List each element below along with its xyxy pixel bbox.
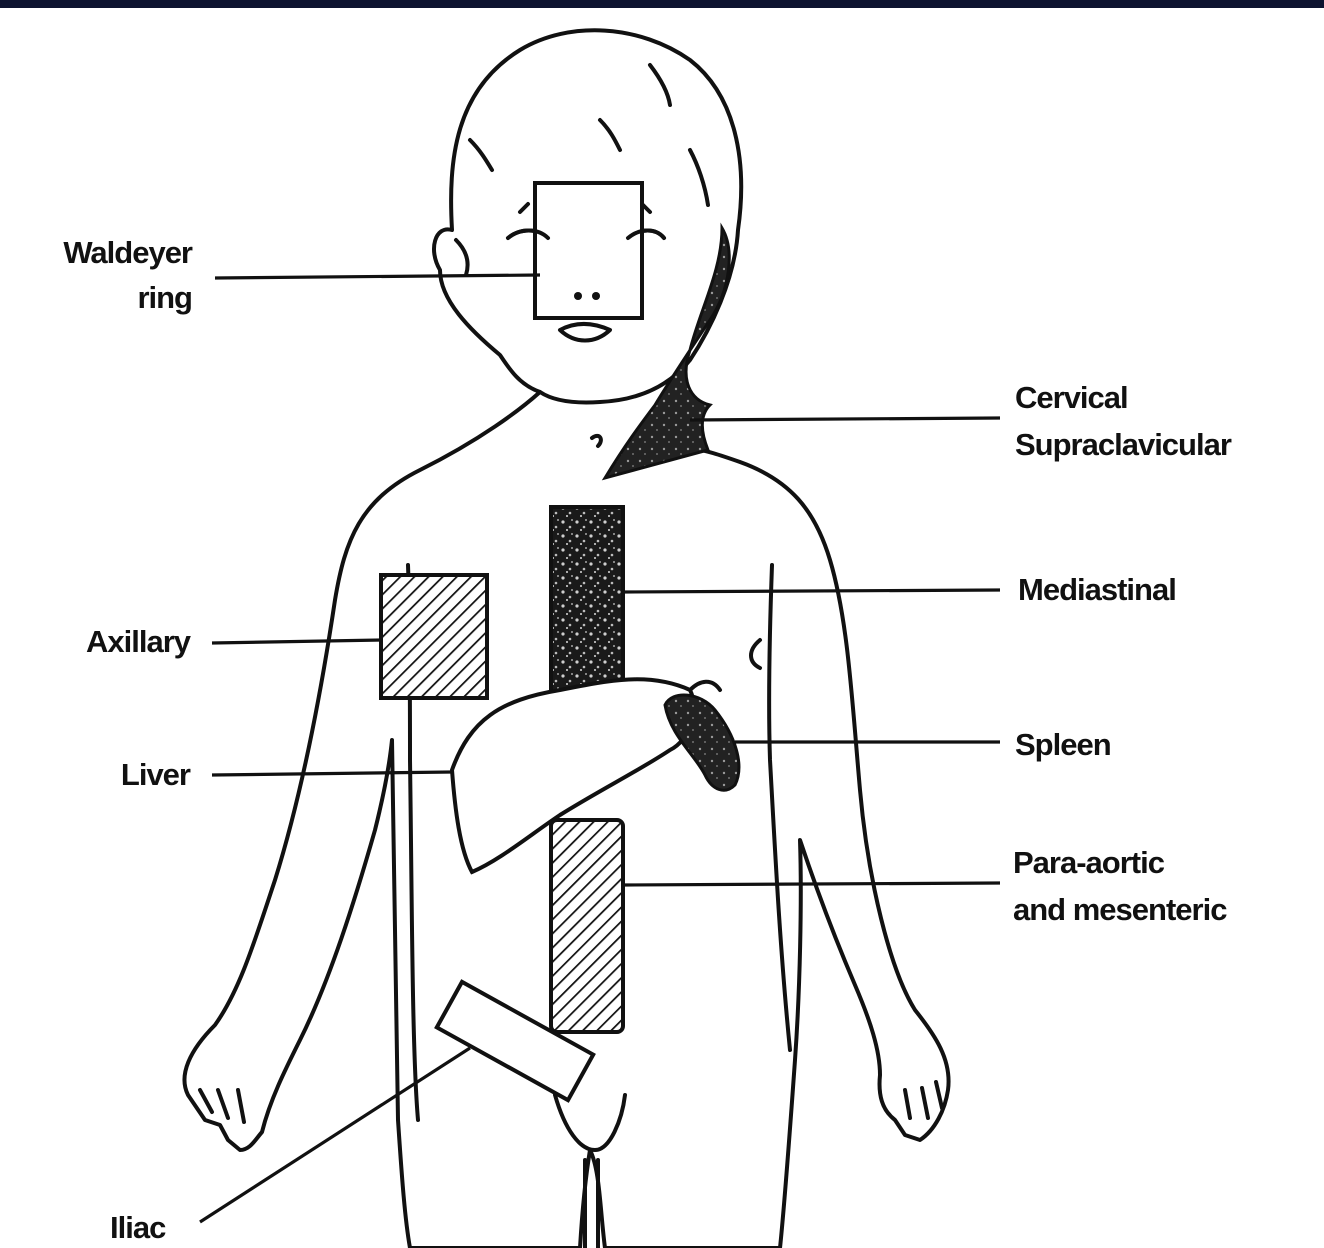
nipple-mark xyxy=(751,640,760,668)
label-axillary: Axillary xyxy=(86,624,192,659)
leader-iliac xyxy=(200,1048,470,1222)
left-hand-fingers xyxy=(200,1090,244,1122)
label-cervical-line2: Supraclavicular xyxy=(1015,427,1232,462)
hair-stroke xyxy=(690,150,708,205)
hair-stroke xyxy=(470,140,492,170)
right-hand-fingers xyxy=(905,1082,942,1118)
nostril-overlay xyxy=(592,292,600,300)
axillary-region xyxy=(381,575,487,698)
leader-para-aortic xyxy=(623,883,1000,885)
nostril-overlay xyxy=(574,292,582,300)
leader-waldeyer xyxy=(215,275,540,278)
label-liver: Liver xyxy=(121,757,191,792)
hair-stroke xyxy=(650,65,670,105)
regions xyxy=(381,183,739,1100)
arm-inner-right xyxy=(769,565,790,1050)
label-paraaortic-line1: Para-aortic xyxy=(1013,845,1165,880)
leader-liver xyxy=(212,772,452,775)
leader-axillary xyxy=(212,640,382,643)
leg-gap xyxy=(585,1160,598,1248)
label-spleen: Spleen xyxy=(1015,727,1111,762)
label-waldeyer-line2: ring xyxy=(137,280,192,315)
waldeyer-ring-region xyxy=(535,183,642,318)
spleen-edge xyxy=(690,682,720,690)
chin-mark xyxy=(592,436,601,446)
para-aortic-region xyxy=(551,820,623,1032)
groin-outline xyxy=(555,1095,625,1150)
leader-mediastinal xyxy=(623,590,1000,592)
ear-left xyxy=(456,240,468,275)
label-cervical-line1: Cervical xyxy=(1015,380,1128,415)
hair-stroke xyxy=(600,120,620,150)
leader-cervical xyxy=(690,418,1000,420)
label-waldeyer-line1: Waldeyer xyxy=(63,235,193,270)
mouth xyxy=(560,324,610,341)
label-mediastinal: Mediastinal xyxy=(1018,572,1176,607)
label-iliac: Iliac xyxy=(110,1210,166,1245)
label-paraaortic-line2: and mesenteric xyxy=(1013,892,1227,927)
